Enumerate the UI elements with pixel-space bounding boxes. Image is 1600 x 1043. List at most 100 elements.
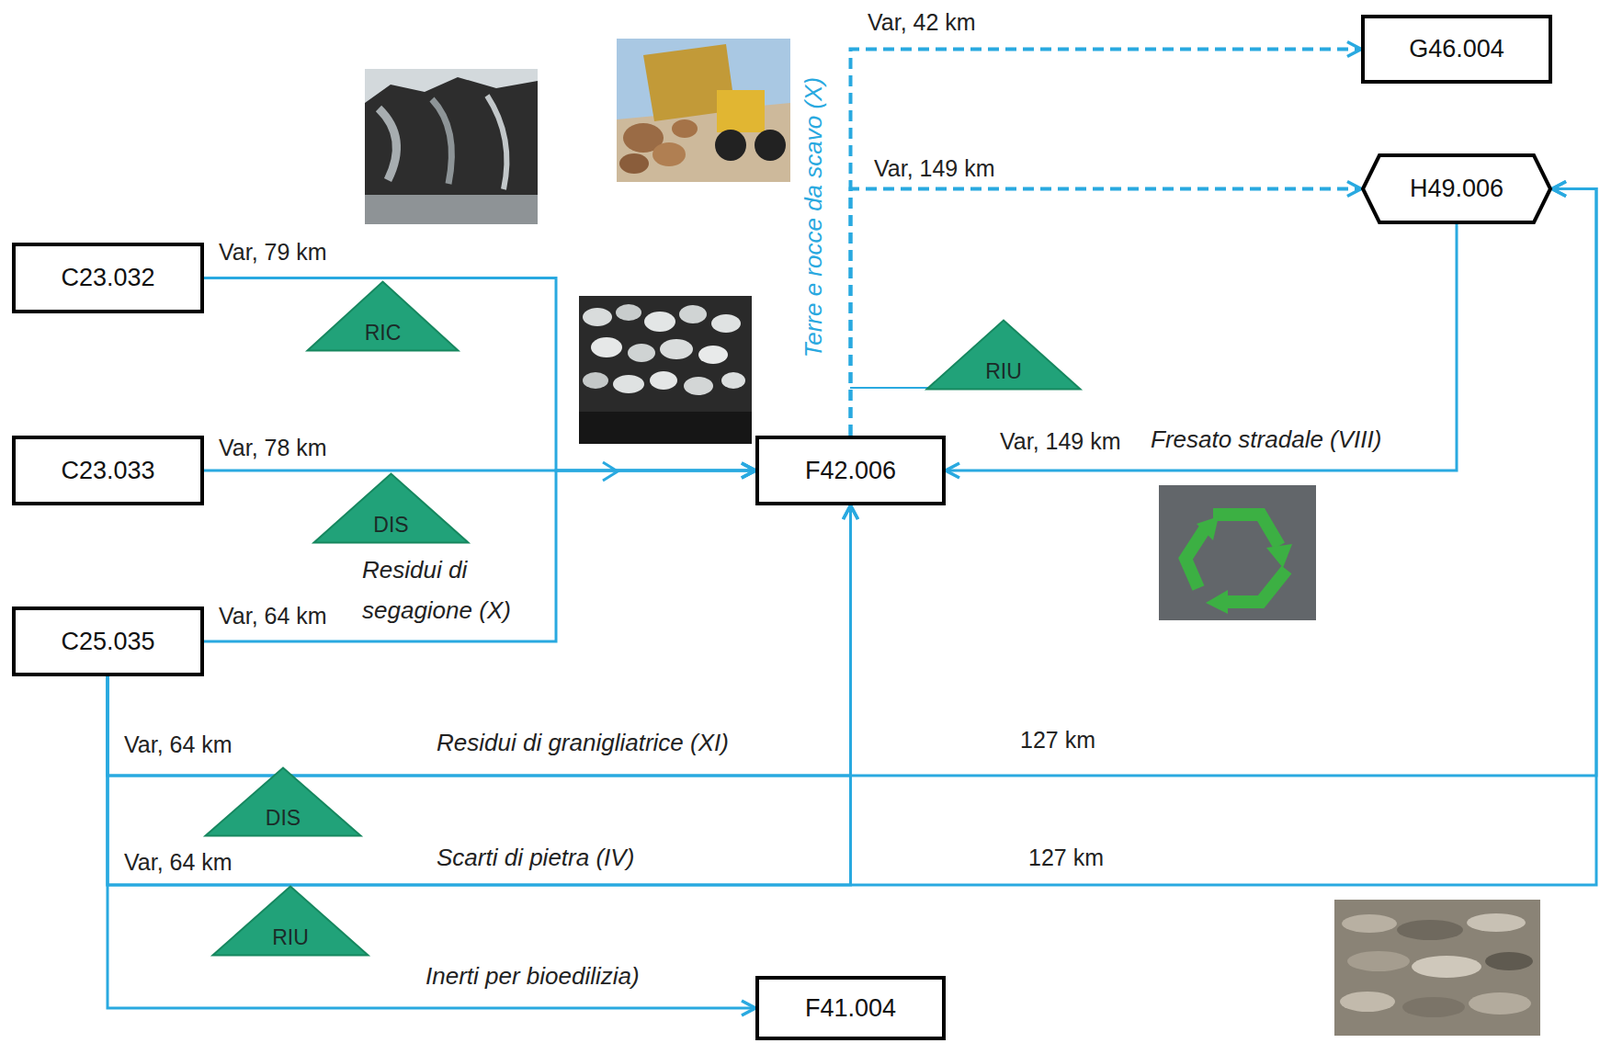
triangle-outline xyxy=(927,320,1081,390)
node-label: C25.035 xyxy=(60,626,155,657)
stone xyxy=(683,376,714,396)
rock xyxy=(619,153,649,174)
hexagon-outline xyxy=(1362,155,1551,223)
recycle-arrowhead xyxy=(1266,544,1293,568)
edge-label: Var, 79 km xyxy=(218,238,328,266)
node-label: RIC xyxy=(364,320,402,347)
triangle-marker: RIU xyxy=(925,318,1082,391)
stone xyxy=(612,374,645,394)
process-box: C25.035 xyxy=(11,606,205,677)
process-box: F41.004 xyxy=(755,975,946,1041)
stone xyxy=(698,345,728,364)
rock xyxy=(671,119,698,138)
stone xyxy=(649,371,678,390)
stone xyxy=(711,314,741,333)
connector xyxy=(204,470,756,642)
gravel-photo xyxy=(578,295,752,444)
edge-label: Var, 64 km xyxy=(124,730,233,759)
process-box: F42.006 xyxy=(755,435,946,506)
truck-photo xyxy=(616,38,791,182)
photo-ground xyxy=(364,194,538,225)
flat-stone xyxy=(1402,997,1465,1018)
edge-label: Var, 78 km xyxy=(218,433,328,462)
connector xyxy=(107,676,756,1009)
photo-ground xyxy=(1334,899,1541,1036)
stone xyxy=(721,372,746,389)
dashed-connector xyxy=(851,189,1362,437)
rock-vein xyxy=(431,99,452,184)
dashed-connector xyxy=(851,49,1362,437)
hexagon-box: H49.006 xyxy=(1361,153,1553,225)
flat-stone xyxy=(1396,919,1464,941)
rock-photo xyxy=(364,68,538,225)
flat-stone xyxy=(1411,955,1482,978)
rock-vein xyxy=(487,95,507,190)
recycle-arrowhead xyxy=(1196,516,1219,541)
node-label: RIU xyxy=(272,925,309,952)
triangle-marker: DIS xyxy=(204,766,363,838)
recycle-arrow xyxy=(1213,514,1280,546)
rock-vein xyxy=(378,108,397,181)
flow-label: Inerti per bioedilizia) xyxy=(425,962,640,991)
process-box: C23.032 xyxy=(11,242,205,314)
triangle-outline xyxy=(314,474,469,544)
node-label: C23.033 xyxy=(60,455,155,486)
recycle-arrow xyxy=(1185,527,1206,589)
edge-label: 127 km xyxy=(1020,726,1096,754)
node-label: F41.004 xyxy=(805,993,897,1023)
process-box: G46.004 xyxy=(1361,14,1553,84)
triangle-marker: RIU xyxy=(211,885,370,957)
triangle-outline xyxy=(205,768,362,837)
flow-label: Terre e rocce da scavo (X) xyxy=(799,77,829,358)
flat-stone xyxy=(1339,991,1396,1012)
edge-label: Var, 149 km xyxy=(873,154,996,182)
node-label: DIS xyxy=(373,512,409,539)
node-label: F42.006 xyxy=(805,455,897,486)
flow-label: Scarti di pietra (IV) xyxy=(436,843,635,873)
asphalt xyxy=(1158,485,1317,621)
triangle-marker: RIC xyxy=(306,280,460,352)
flat-stone xyxy=(1468,992,1532,1015)
node-label: G46.004 xyxy=(1408,34,1505,64)
flow-label: Fresato stradale (VIII) xyxy=(1150,425,1382,454)
rock-face xyxy=(364,77,538,199)
flat-stone xyxy=(1485,952,1533,971)
flow-label: Residui di granigliatrice (XI) xyxy=(436,728,729,758)
truck-cab xyxy=(716,90,765,133)
flow-label: Residui di segagione (X) xyxy=(362,549,556,631)
rock xyxy=(652,142,686,167)
stone xyxy=(582,307,613,327)
node-label: H49.006 xyxy=(1409,173,1504,204)
edge-label: Var, 42 km xyxy=(867,8,976,36)
flat-stone xyxy=(1347,951,1410,972)
node-label: RIU xyxy=(985,359,1022,386)
stones-photo xyxy=(1334,899,1541,1036)
process-box: C23.033 xyxy=(11,435,205,506)
edge-label: 127 km xyxy=(1028,843,1104,872)
stone xyxy=(679,305,707,324)
triangle-outline xyxy=(213,886,369,956)
stone xyxy=(627,343,656,363)
flat-stone xyxy=(1466,913,1526,932)
connector xyxy=(107,505,852,776)
edge-label: Var, 149 km xyxy=(999,427,1122,455)
node-label: C23.032 xyxy=(60,262,155,293)
truck-wheel xyxy=(754,129,786,161)
recycle-arrow xyxy=(1224,569,1287,602)
triangle-outline xyxy=(307,282,459,352)
connector xyxy=(204,278,756,472)
stone xyxy=(659,339,693,360)
recycle-photo xyxy=(1158,485,1317,621)
stone xyxy=(582,372,609,389)
photo-ground xyxy=(578,295,752,444)
node-label: DIS xyxy=(265,805,301,832)
edge-label: Var, 64 km xyxy=(218,601,328,630)
flat-stone xyxy=(1341,914,1397,933)
truck-wheel xyxy=(714,129,747,161)
triangle-marker: DIS xyxy=(312,472,470,545)
photo-sky xyxy=(616,38,791,182)
stone xyxy=(590,337,623,358)
conveyor-belt xyxy=(578,411,752,444)
